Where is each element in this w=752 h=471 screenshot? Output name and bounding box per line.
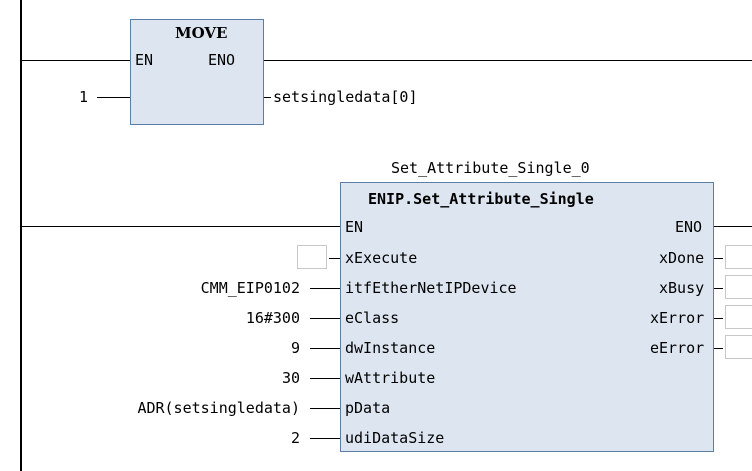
eclass-wire (310, 318, 340, 319)
input-value-pdata[interactable]: ADR(setsingledata) (137, 399, 300, 417)
xdone-wire (714, 258, 723, 259)
pin-eerror: eError (650, 339, 705, 357)
move-input-wire (97, 97, 130, 98)
move-input-value[interactable]: 1 (78, 88, 88, 106)
xerror-wire (714, 318, 723, 319)
fb-eno-pin: ENO (675, 218, 703, 236)
rung2-wire-out (714, 226, 752, 227)
pin-xexecute: xExecute (345, 249, 418, 267)
pin-xerror: xError (650, 309, 705, 327)
pin-itfethernetipdevice: itfEtherNetIPDevice (345, 279, 517, 297)
input-value-udidatasize[interactable]: 2 (290, 429, 300, 447)
rung1-wire-in (22, 60, 130, 61)
fb-set-attribute-single[interactable] (340, 182, 714, 452)
fb-instance-name[interactable]: Set_Attribute_Single_0 (391, 159, 590, 177)
pin-xdone: xDone (659, 249, 705, 267)
move-block-title: MOVE (175, 24, 228, 42)
move-eno-pin: ENO (208, 51, 236, 69)
pin-xbusy: xBusy (659, 279, 705, 297)
pin-pdata: pData (345, 399, 391, 417)
pin-eclass: eClass (345, 309, 400, 327)
move-en-pin: EN (135, 51, 154, 69)
input-value-eclass[interactable]: 16#300 (245, 309, 300, 327)
xexecute-wire (329, 258, 340, 259)
input-value-itfethernetipdevice[interactable]: CMM_EIP0102 (200, 279, 300, 297)
input-value-wattribute[interactable]: 30 (281, 369, 300, 387)
move-output-variable[interactable]: setsingledata[0] (273, 88, 418, 106)
pdata-wire (310, 408, 340, 409)
xbusy-wire (714, 288, 723, 289)
xbusy-output-field[interactable] (725, 275, 752, 299)
eerror-output-field[interactable] (725, 335, 752, 359)
xexecute-input-field[interactable] (297, 245, 327, 269)
itfethernetipdevice-wire (310, 288, 340, 289)
move-output-wire (264, 97, 271, 98)
rung2-wire-in (22, 226, 340, 227)
fb-type-title: ENIP.Set_Attribute_Single (368, 190, 594, 208)
input-value-dwinstance[interactable]: 9 (290, 339, 300, 357)
pin-udidatasize: udiDataSize (345, 429, 445, 447)
xdone-output-field[interactable] (725, 245, 752, 269)
rung1-wire-out (264, 60, 752, 61)
udidatasize-wire (310, 438, 340, 439)
pin-dwinstance: dwInstance (345, 339, 436, 357)
pin-wattribute: wAttribute (345, 369, 436, 387)
eerror-wire (714, 348, 723, 349)
left-power-rail (20, 0, 22, 471)
move-block[interactable] (130, 19, 264, 125)
fb-en-pin: EN (345, 218, 364, 236)
dwinstance-wire (310, 348, 340, 349)
xerror-output-field[interactable] (725, 305, 752, 329)
wattribute-wire (310, 378, 340, 379)
